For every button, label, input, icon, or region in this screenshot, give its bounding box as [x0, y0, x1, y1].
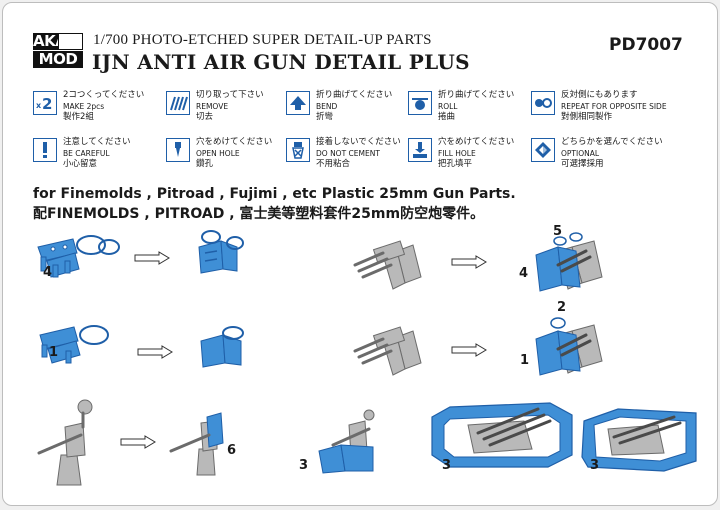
legend-en: REMOVE — [196, 102, 229, 111]
legend-cn: 製作2組 — [63, 112, 94, 122]
plastic-single-gun — [37, 399, 93, 486]
legend-jp: 折り曲げてください — [438, 90, 515, 100]
callout-part-6: 6 — [227, 443, 237, 458]
plastic-gun-mount-b — [353, 326, 422, 376]
cut-lines-icon — [166, 91, 190, 115]
brand-logo-top: AKA — [33, 32, 67, 50]
legend-en: ROLL — [438, 102, 458, 111]
legend-jp: 注意してください — [63, 137, 131, 147]
legend-cn: 小心留意 — [63, 159, 98, 169]
legend-jp: 折り曲げてください — [316, 90, 393, 100]
legend-en: MAKE 2pcs — [63, 102, 105, 111]
legend-jp: 反対側にもあります — [561, 90, 638, 100]
etched-fret-part-1 — [39, 325, 109, 364]
assembled-gun-mount-a — [535, 232, 603, 292]
shield-part-3-c — [581, 408, 697, 472]
step-arrow-icon — [120, 435, 156, 449]
optional-icon — [531, 138, 555, 162]
no-cement-icon — [286, 138, 310, 162]
bend-arrow-icon — [286, 91, 310, 115]
legend-cn: 不用粘合 — [316, 159, 351, 169]
callout-part-3-a: 3 — [299, 458, 309, 473]
assembled-gun-mount-b — [535, 317, 603, 376]
product-title: IJN ANTI AIR GUN DETAIL PLUS — [92, 50, 470, 74]
fill-hole-icon — [408, 138, 432, 162]
legend-cn: 可選擇採用 — [561, 159, 604, 169]
legend-jp: 穴をめけてください — [196, 137, 273, 147]
svg-text:2: 2 — [42, 95, 52, 112]
plastic-gun-mount-a — [353, 240, 422, 290]
product-code: PD7007 — [609, 35, 683, 55]
brand-logo: AKA MOD — [33, 33, 83, 69]
opposite-side-icon — [531, 91, 555, 115]
callout-part-2: 2 — [557, 300, 567, 315]
legend-en: DO NOT CEMENT — [316, 149, 380, 158]
callout-part-3-c: 3 — [590, 458, 600, 473]
svg-text:x: x — [36, 101, 42, 110]
legend-en: REPEAT FOR OPPOSITE SIDE — [561, 102, 667, 111]
product-subtitle: 1/700 PHOTO-ETCHED SUPER DETAIL-UP PARTS — [93, 32, 432, 48]
brand-logo-bottom: MOD — [33, 51, 83, 68]
assembled-single-gun — [169, 412, 224, 476]
bent-part-1 — [200, 326, 244, 368]
etched-fret-part-4 — [37, 235, 120, 278]
compatibility-cn: 配FINEMOLDS , PITROAD , 富士美等塑料套件25mm防空炮零件… — [33, 206, 485, 222]
legend-cn: 把孔填平 — [438, 159, 473, 169]
legend-cn: 切去 — [196, 112, 214, 122]
legend-en: FILL HOLE — [438, 149, 476, 158]
legend-jp: 穴をめけてください — [438, 137, 515, 147]
legend-en: OPTIONAL — [561, 149, 600, 158]
legend-cn: 對側相同製作 — [561, 112, 613, 122]
shield-part-3-b — [431, 402, 573, 468]
shield-part-3-a — [318, 409, 375, 474]
callout-part-1: 1 — [49, 345, 59, 360]
legend-jp: 2コつくってください — [63, 90, 145, 100]
compatibility-note: for Finemolds , Pitroad , Fujimi , etc P… — [33, 184, 516, 224]
legend-cn: 折彎 — [316, 112, 334, 122]
legend-en: OPEN HOLE — [196, 149, 240, 158]
drill-icon — [166, 138, 190, 162]
legend-jp: どちらかを選んでください — [561, 137, 663, 147]
step-arrow-icon — [451, 255, 487, 269]
legend-en: BE CAREFUL — [63, 149, 110, 158]
legend-jp: 切り取って下さい — [196, 90, 264, 100]
legend-cn: 鑽孔 — [196, 159, 214, 169]
step-arrow-icon — [134, 251, 170, 265]
bent-part-4 — [198, 230, 244, 274]
callout-part-5: 5 — [553, 224, 563, 239]
exclamation-icon — [33, 138, 57, 162]
compatibility-en: for Finemolds , Pitroad , Fujimi , etc P… — [33, 186, 516, 202]
legend-cn: 捲曲 — [438, 112, 456, 122]
roll-icon — [408, 91, 432, 115]
callout-part-1-assembled: 1 — [520, 353, 530, 368]
brand-logo-block — [58, 33, 83, 50]
step-arrow-icon — [137, 345, 173, 359]
callout-part-4-assembled: 4 — [519, 266, 529, 281]
callout-part-3-b: 3 — [442, 458, 452, 473]
legend-en: BEND — [316, 102, 338, 111]
step-arrow-icon — [451, 343, 487, 357]
legend-jp: 接着しないでください — [316, 137, 401, 147]
callout-part-4: 4 — [43, 265, 53, 280]
